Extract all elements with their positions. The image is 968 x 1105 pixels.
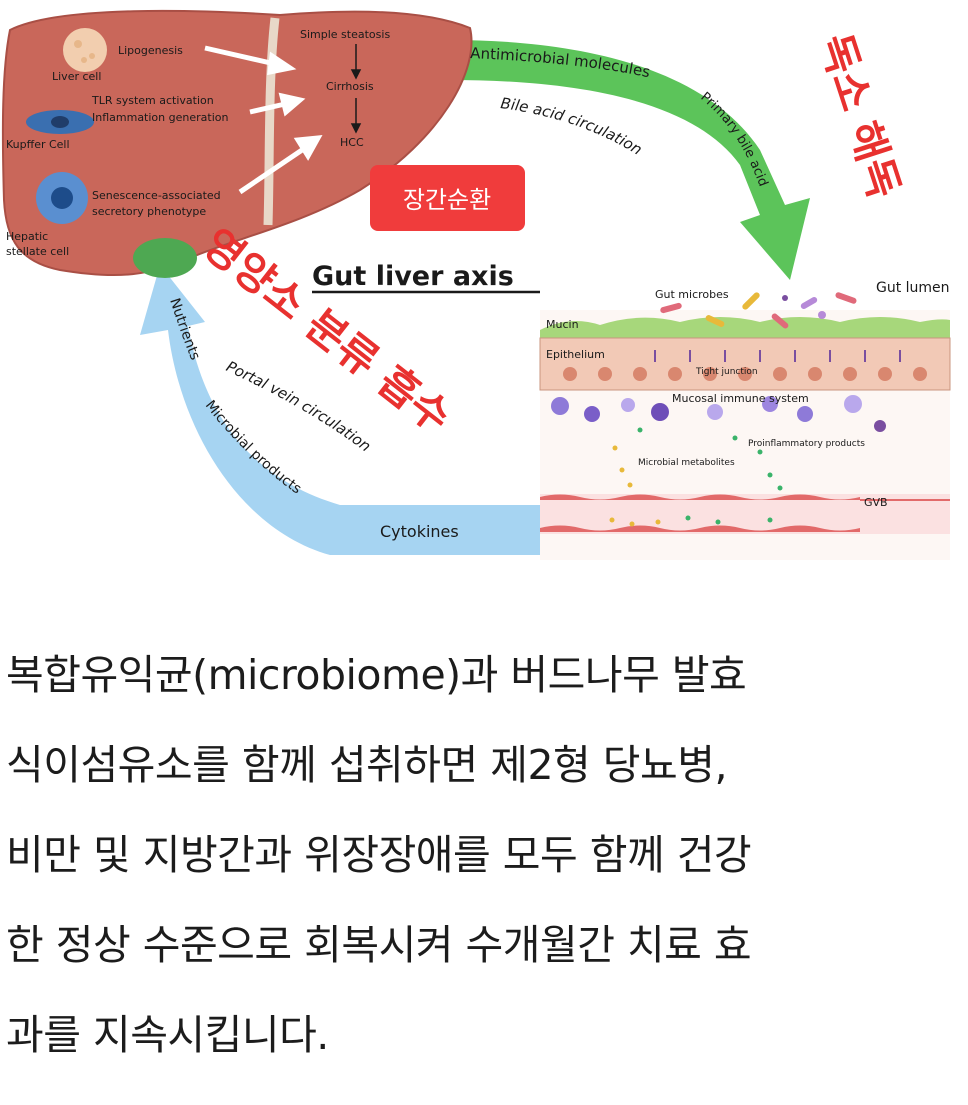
portal-arrow — [140, 265, 545, 555]
cytokines-label: Cytokines — [380, 522, 459, 541]
liver-cell-icon — [63, 28, 107, 72]
proinflammatory-label: Proinflammatory products — [748, 439, 865, 449]
bile-circulation-label: Bile acid circulation — [500, 94, 646, 159]
caption-line-4: 한 정상 수준으로 회복시켜 수개월간 치료 효 — [6, 921, 752, 969]
bile-arrow — [450, 40, 810, 280]
tlr-label-2: Inflammation generation — [92, 111, 228, 124]
liver-cell-label: Liver cell — [52, 70, 101, 83]
diagram-title: Gut liver axis — [312, 261, 514, 292]
gvb-label: GVB — [864, 496, 888, 509]
gut-liver-axis-diagram: Lipogenesis Liver cell TLR system activa… — [1, 9, 951, 560]
tlr-label-1: TLR system activation — [91, 94, 214, 107]
senescence-label-1: Senescence-associated — [92, 189, 221, 202]
caption-line-2: 식이섬유소를 함께 섭취하면 제2형 당뇨병, — [6, 741, 728, 789]
hepatic-label-2: stellate cell — [6, 245, 69, 258]
epithelium-label: Epithelium — [546, 348, 605, 361]
progression-arrows — [204, 45, 323, 195]
kupffer-label: Kupffer Cell — [6, 138, 70, 151]
mucin-label: Mucin — [546, 318, 579, 331]
lipogenesis-label: Lipogenesis — [118, 44, 183, 57]
badge-text: 장간순환 — [403, 186, 491, 214]
mucosal-immune-label: Mucosal immune system — [672, 392, 809, 405]
tight-junction-label: Tight junction — [695, 367, 758, 377]
gut-lumen-label: Gut lumen — [876, 280, 950, 296]
hepatic-label-1: Hepatic — [6, 230, 48, 243]
hcc-label: HCC — [340, 136, 364, 149]
kupffer-cell-icon — [26, 110, 94, 134]
gut-microbes-label: Gut microbes — [655, 288, 729, 301]
primary-bile-label: Primary bile acid — [697, 90, 770, 189]
microbial-metabolites-label: Microbial metabolites — [638, 458, 735, 468]
caption-line-1: 복합유익균(microbiome)과 버드나무 발효 — [6, 651, 747, 699]
stellate-cell-icon — [36, 172, 88, 224]
cirrhosis-label: Cirrhosis — [326, 80, 374, 93]
gut-section — [539, 292, 951, 560]
caption-paragraph: 복합유익균(microbiome)과 버드나무 발효 식이섬유소를 함께 섭취하… — [6, 630, 966, 1080]
caption-line-3: 비만 및 지방간과 위장장애를 모두 함께 건강 — [6, 831, 752, 879]
caption-line-5: 과를 지속시킵니다. — [6, 1011, 329, 1059]
detox-label: 독소 해독 — [810, 28, 909, 204]
liver — [1, 9, 473, 278]
stage-arrows — [350, 44, 362, 134]
enterohepatic-badge: 장간순환 — [370, 165, 525, 231]
senescence-label-2: secretory phenotype — [92, 205, 206, 218]
simple-steatosis-label: Simple steatosis — [300, 28, 390, 41]
